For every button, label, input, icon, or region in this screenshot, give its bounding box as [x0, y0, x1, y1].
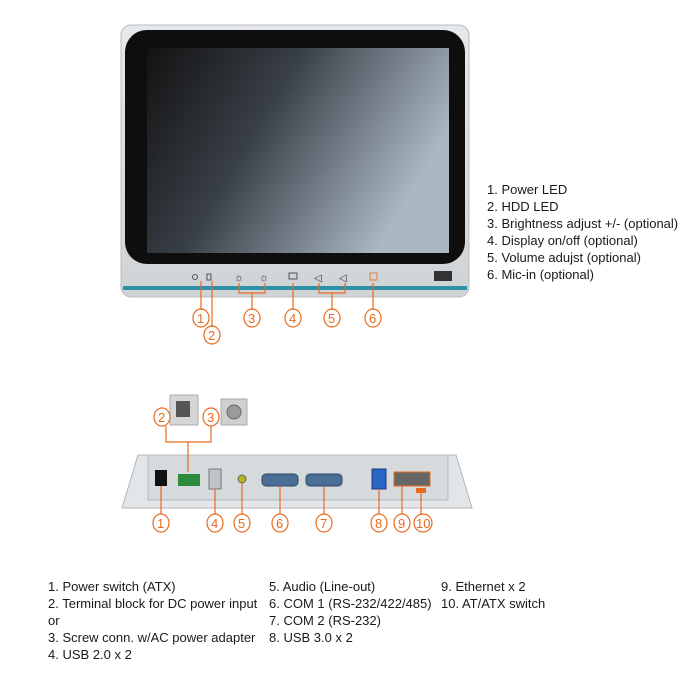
- bottom-legend-item: 3. Screw conn. w/AC power adapter: [48, 630, 256, 645]
- bottom-callout-5: 5: [233, 513, 251, 533]
- ethernet-port: [393, 471, 431, 487]
- usb2-port: [208, 468, 222, 490]
- volume-up-icon: ◁: [339, 273, 347, 284]
- bottom-legend-item: 4. USB 2.0 x 2: [48, 647, 132, 662]
- svg-text:6: 6: [369, 311, 376, 326]
- svg-text:1: 1: [157, 516, 164, 531]
- front-callout-1: 1: [192, 308, 210, 328]
- front-panel-illustration: ☼ ☼ ◁ ◁ 1 2 3 4 5 6: [120, 24, 470, 345]
- svg-text:5: 5: [238, 516, 245, 531]
- front-callout-4: 4: [284, 308, 302, 328]
- com2-port: [305, 473, 343, 487]
- bottom-callout-4: 4: [206, 513, 224, 533]
- front-callout-6: 6: [364, 308, 382, 328]
- hdd-led-icon: [206, 273, 212, 281]
- bottom-legend-col1: 1. Power switch (ATX) 2. Terminal block …: [48, 578, 257, 663]
- svg-text:2: 2: [208, 328, 215, 343]
- svg-text:4: 4: [211, 516, 218, 531]
- bottom-legend-item: 10. AT/ATX switch: [441, 596, 546, 611]
- bottom-legend-item: or: [48, 613, 60, 628]
- bottom-legend-item: 2. Terminal block for DC power input: [48, 596, 258, 611]
- front-legend-item: 1. Power LED: [487, 182, 568, 197]
- svg-text:6: 6: [276, 516, 283, 531]
- svg-text:9: 9: [398, 516, 405, 531]
- bottom-callout-8: 8: [370, 513, 388, 533]
- svg-text:5: 5: [328, 311, 335, 326]
- front-legend-item: 4. Display on/off (optional): [487, 233, 638, 248]
- svg-text:8: 8: [375, 516, 382, 531]
- brightness-down-icon: ☼: [234, 272, 244, 284]
- com1-port: [261, 473, 299, 487]
- usb3-port: [371, 468, 387, 490]
- svg-text:4: 4: [289, 311, 296, 326]
- bottom-stripe: [123, 286, 467, 290]
- at-atx-switch: [416, 488, 426, 493]
- screen: [147, 48, 449, 253]
- front-legend-item: 3. Brightness adjust +/- (optional): [487, 216, 679, 231]
- svg-text:3: 3: [207, 410, 214, 425]
- bottom-callout-7: 7: [315, 513, 333, 533]
- svg-text:10: 10: [416, 516, 430, 531]
- front-legend-item: 6. Mic-in (optional): [487, 267, 594, 282]
- bottom-legend-col3: 9. Ethernet x 2 10. AT/ATX switch: [441, 578, 545, 612]
- bottom-callout-9: 9: [393, 513, 411, 533]
- mic-icon: [369, 272, 378, 281]
- front-legend: 1. Power LED 2. HDD LED 3. Brightness ad…: [487, 181, 678, 283]
- svg-text:7: 7: [320, 516, 327, 531]
- bottom-legend-item: 1. Power switch (ATX): [48, 579, 176, 594]
- display-icon: [288, 272, 298, 280]
- volume-down-icon: ◁: [314, 273, 322, 284]
- front-legend-item: 2. HDD LED: [487, 199, 559, 214]
- bottom-callout-3: 3: [202, 407, 220, 427]
- brightness-up-icon: ☼: [259, 272, 269, 284]
- svg-text:1: 1: [197, 311, 204, 326]
- svg-text:3: 3: [248, 311, 255, 326]
- bottom-legend-item: 5. Audio (Line-out): [269, 579, 376, 594]
- front-callout-2: 2: [203, 325, 221, 345]
- power-icon: [192, 274, 198, 280]
- front-callout-3: 3: [243, 308, 261, 328]
- bottom-legend-item: 8. USB 3.0 x 2: [269, 630, 353, 645]
- terminal-block-port: [178, 474, 200, 486]
- front-legend-item: 5. Volume adujst (optional): [487, 250, 641, 265]
- bottom-legend-item: 6. COM 1 (RS-232/422/485): [269, 596, 432, 611]
- bottom-callout-6: 6: [271, 513, 289, 533]
- bottom-legend-col2: 5. Audio (Line-out) 6. COM 1 (RS-232/422…: [269, 578, 432, 646]
- svg-text:2: 2: [158, 410, 165, 425]
- power-switch-port: [155, 470, 167, 486]
- bottom-legend-item: 9. Ethernet x 2: [441, 579, 526, 594]
- bottom-callout-2: 2: [153, 407, 171, 427]
- bottom-panel-illustration: 2 3 1 4 5 6 7 8 9 10: [121, 394, 473, 533]
- bottom-callout-1: 1: [152, 513, 170, 533]
- bottom-legend-item: 7. COM 2 (RS-232): [269, 613, 381, 628]
- front-callout-5: 5: [323, 308, 341, 328]
- brand-logo: [434, 271, 452, 281]
- audio-port: [237, 474, 247, 484]
- bottom-callout-10: 10: [413, 513, 433, 533]
